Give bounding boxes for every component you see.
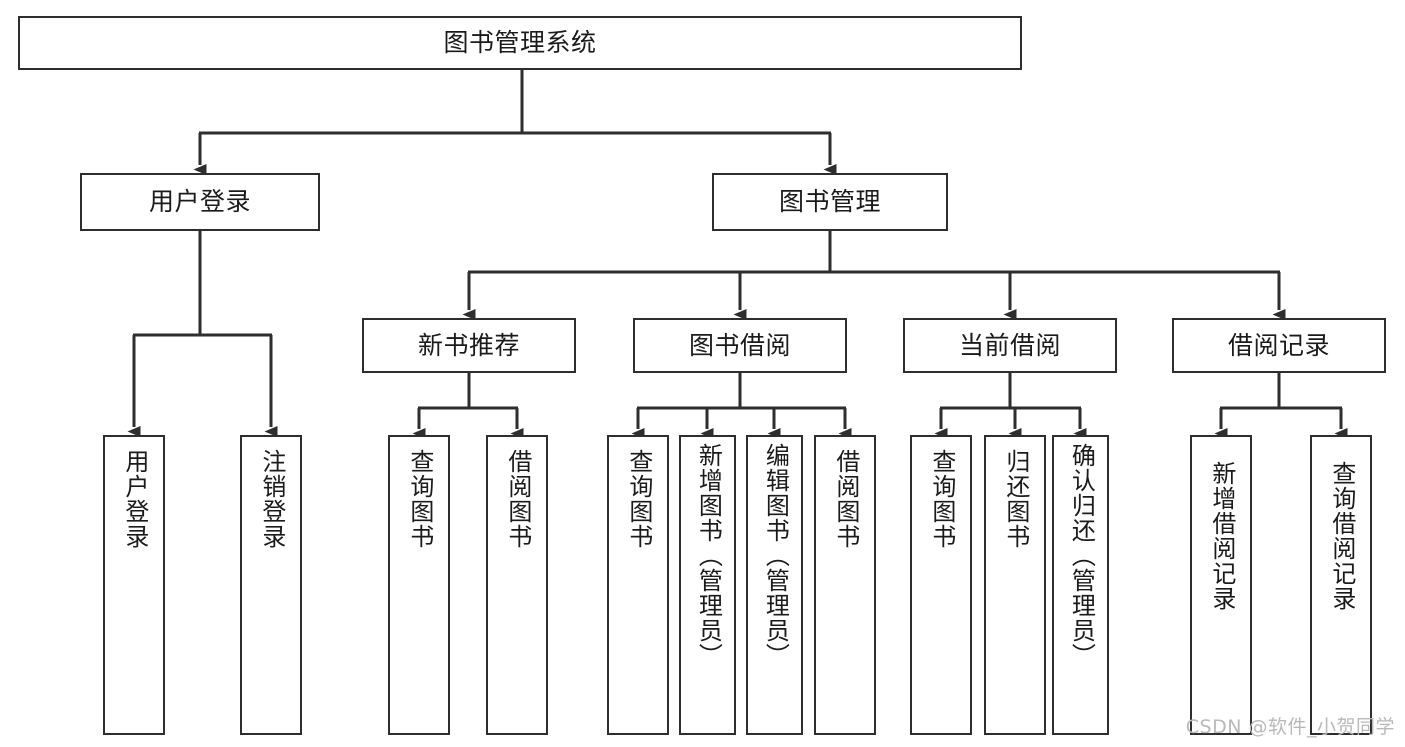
node-root-label: 图书管理系统 bbox=[443, 28, 597, 57]
node-leaf-borrow-book-recommend[interactable]: 借阅图书 bbox=[486, 435, 548, 735]
node-leaf-query-book-current-label: 查询图书 bbox=[927, 449, 956, 549]
node-book-manage-label: 图书管理 bbox=[778, 187, 881, 216]
node-leaf-confirm-return-label: 确认归还（管理员） bbox=[1067, 443, 1096, 668]
node-leaf-query-book-recommend-label: 查询图书 bbox=[405, 449, 434, 549]
node-leaf-add-book-label: 新增图书（管理员） bbox=[694, 443, 723, 668]
node-leaf-borrow-book-label: 借阅图书 bbox=[831, 449, 860, 549]
node-borrow-record-label: 借阅记录 bbox=[1227, 330, 1330, 360]
node-leaf-user-logout[interactable]: 注销登录 bbox=[240, 435, 302, 735]
node-leaf-query-book-borrow-label: 查询图书 bbox=[624, 449, 653, 549]
node-leaf-edit-book-label: 编辑图书（管理员） bbox=[761, 443, 790, 668]
node-leaf-query-book-borrow[interactable]: 查询图书 bbox=[607, 435, 669, 735]
node-leaf-edit-book[interactable]: 编辑图书（管理员） bbox=[746, 435, 803, 735]
watermark-text: CSDN @软件_小贺同学 bbox=[1185, 716, 1395, 738]
node-leaf-return-book-label: 归还图书 bbox=[1001, 449, 1030, 549]
node-leaf-confirm-return[interactable]: 确认归还（管理员） bbox=[1052, 435, 1109, 735]
node-leaf-borrow-book-recommend-label: 借阅图书 bbox=[503, 449, 532, 549]
node-leaf-query-borrow-record-label: 查询借阅记录 bbox=[1327, 461, 1356, 611]
node-leaf-return-book[interactable]: 归还图书 bbox=[984, 435, 1046, 735]
node-current-borrow[interactable]: 当前借阅 bbox=[903, 318, 1117, 373]
node-leaf-query-borrow-record[interactable]: 查询借阅记录 bbox=[1310, 435, 1372, 735]
node-borrow-record[interactable]: 借阅记录 bbox=[1172, 318, 1386, 373]
node-book-borrow-label: 图书借阅 bbox=[688, 330, 791, 360]
node-leaf-query-book-current[interactable]: 查询图书 bbox=[910, 435, 972, 735]
node-leaf-add-book[interactable]: 新增图书（管理员） bbox=[679, 435, 736, 735]
node-book-manage[interactable]: 图书管理 bbox=[712, 173, 948, 231]
node-current-borrow-label: 当前借阅 bbox=[958, 330, 1061, 360]
node-leaf-query-book-recommend[interactable]: 查询图书 bbox=[388, 435, 450, 735]
node-user-login[interactable]: 用户登录 bbox=[80, 173, 320, 231]
node-leaf-user-login-label: 用户登录 bbox=[120, 449, 149, 549]
node-new-book-recommend[interactable]: 新书推荐 bbox=[362, 318, 576, 373]
node-leaf-add-borrow-record[interactable]: 新增借阅记录 bbox=[1190, 435, 1252, 735]
node-user-login-label: 用户登录 bbox=[148, 187, 251, 216]
node-book-borrow[interactable]: 图书借阅 bbox=[633, 318, 847, 373]
node-root[interactable]: 图书管理系统 bbox=[18, 16, 1022, 70]
node-new-book-recommend-label: 新书推荐 bbox=[417, 330, 520, 360]
node-leaf-user-login[interactable]: 用户登录 bbox=[103, 435, 165, 735]
node-leaf-user-logout-label: 注销登录 bbox=[257, 449, 286, 549]
node-leaf-borrow-book[interactable]: 借阅图书 bbox=[814, 435, 876, 735]
node-leaf-add-borrow-record-label: 新增借阅记录 bbox=[1207, 461, 1236, 611]
